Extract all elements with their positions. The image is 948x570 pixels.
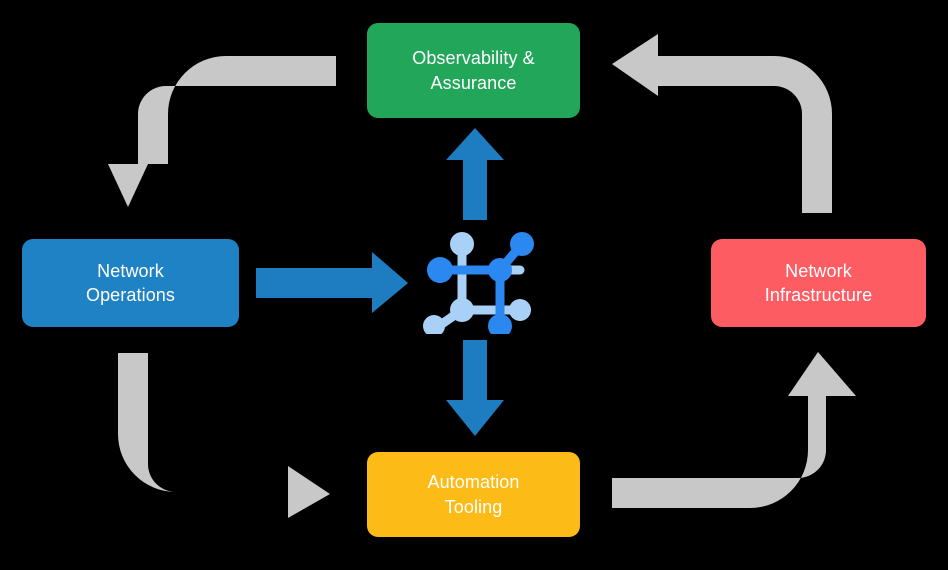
flow-arrow-center-to-observability (446, 128, 504, 220)
node-network-operations[interactable]: Network Operations (22, 239, 239, 327)
cycle-arrow-top-left (108, 52, 336, 207)
cycle-arrow-top-right (612, 34, 832, 213)
node-automation-tooling[interactable]: Automation Tooling (367, 452, 580, 537)
node-observability-assurance[interactable]: Observability & Assurance (367, 23, 580, 118)
flow-arrow-center-to-automation (446, 340, 504, 436)
flow-arrow-netops-to-center (256, 252, 408, 313)
cycle-arrow-bottom-right (612, 352, 856, 508)
cycle-arrow-bottom-left (118, 353, 330, 518)
network-topology-icon (423, 232, 534, 334)
node-network-infrastructure[interactable]: Network Infrastructure (711, 239, 926, 327)
